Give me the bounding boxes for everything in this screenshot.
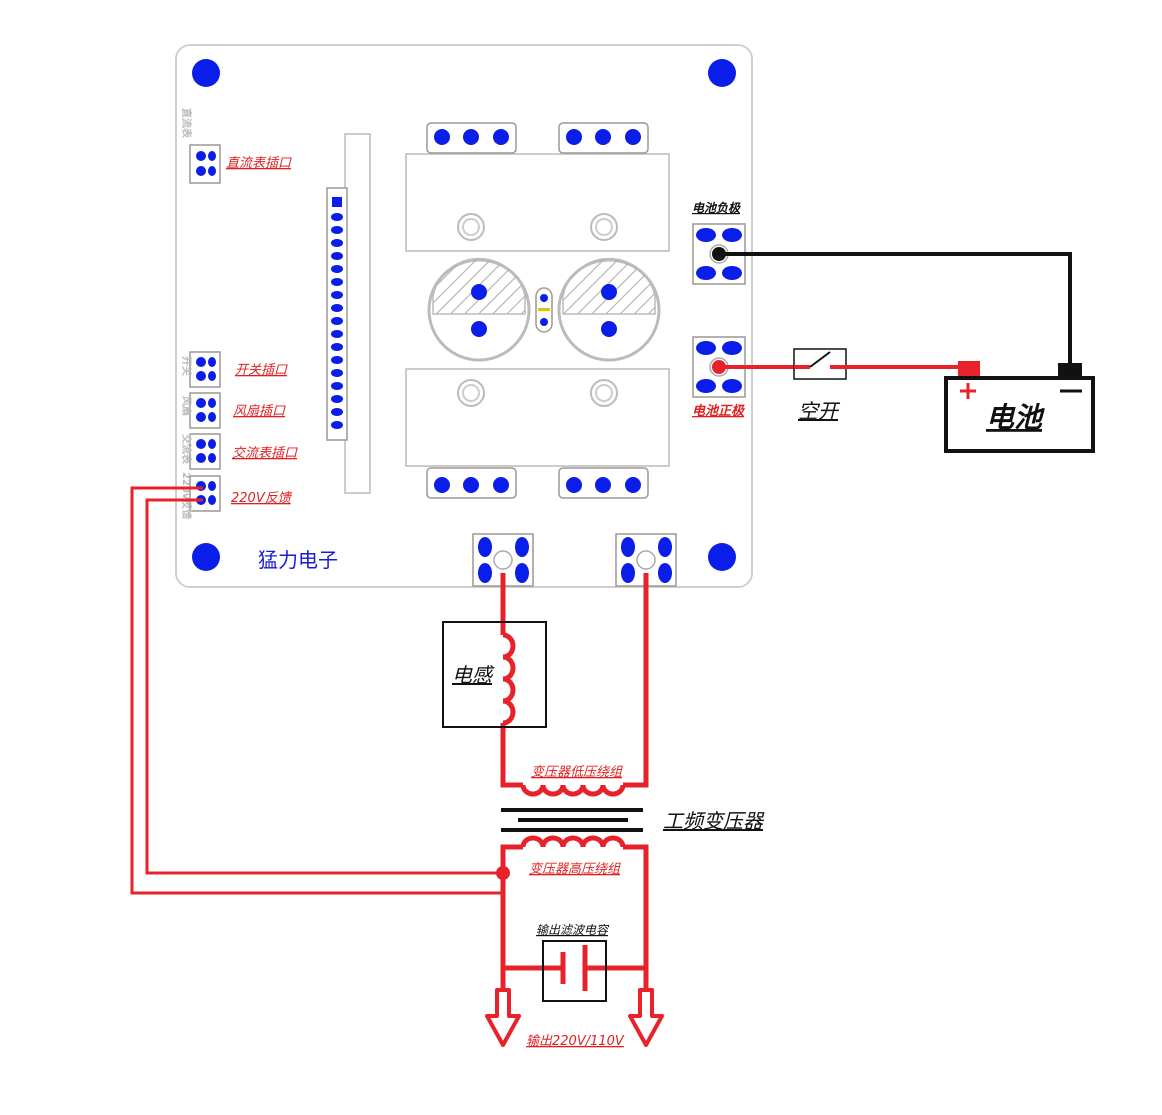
filter-capacitor-box (542, 940, 607, 1002)
battery-positive-label: 电池正极 (692, 403, 746, 419)
battery-symbol (944, 376, 1095, 453)
battery-wiring (712, 247, 1082, 380)
side-label-ac-meter: 交流表 (180, 434, 193, 465)
connector-switch (189, 351, 221, 388)
brand-label: 猛力电子 (258, 548, 338, 572)
side-label-switch: 开关 (180, 356, 193, 376)
side-label-feedback: 220v反馈 (180, 472, 193, 519)
transformer-core (501, 808, 643, 832)
transistor-terminals (426, 122, 649, 499)
pin-header (326, 133, 371, 494)
inductor-label: 电感 (452, 663, 495, 687)
primary-wiring (500, 573, 649, 797)
winding-high-label: 变压器高压绕组 (529, 861, 621, 877)
connector-dc-meter (189, 144, 221, 184)
side-label-dc-meter: 直流表 (180, 108, 193, 139)
secondary-wiring (500, 835, 649, 1000)
mounting-holes (192, 59, 736, 571)
winding-low-label: 变压器低压绕组 (531, 764, 623, 780)
output-arrows (485, 988, 664, 1047)
output-label: 输出220V/110V (526, 1034, 625, 1049)
connector-fan (189, 392, 221, 429)
connector-feedback (189, 475, 221, 512)
breaker-label: 空开 (798, 399, 841, 423)
heatsink-bottom (405, 368, 670, 467)
filter-cap-label: 输出滤波电容 (536, 923, 610, 937)
side-label-fan: 风扇 (180, 396, 193, 416)
port-label-ac-meter: 交流表插口 (232, 445, 298, 461)
port-label-feedback: 220V反馈 (231, 491, 293, 506)
board-capacitors (427, 257, 661, 362)
port-label-switch: 开关插口 (235, 363, 288, 378)
heatsink-top (405, 153, 670, 252)
connector-ac-meter (189, 433, 221, 470)
battery-label: 电池 (986, 401, 1045, 434)
inductor-box (442, 621, 547, 728)
port-label-dc-meter: 直流表插口 (226, 156, 292, 171)
battery-negative-label: 电池负极 (692, 201, 741, 215)
port-label-fan: 风扇插口 (233, 404, 286, 419)
transformer-label: 工频变压器 (663, 809, 765, 833)
